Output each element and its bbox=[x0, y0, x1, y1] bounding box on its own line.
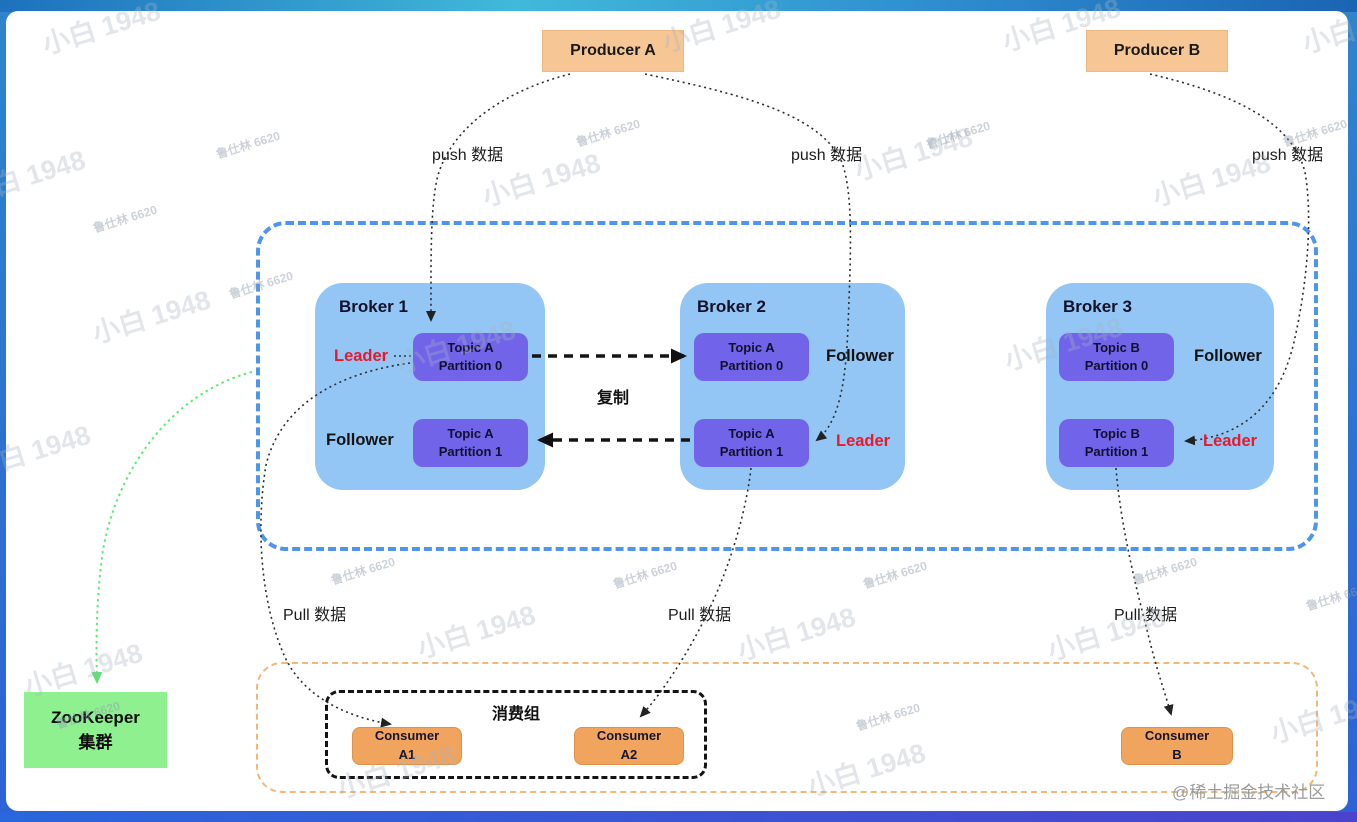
broker3-p1-role-leader: Leader bbox=[1203, 432, 1258, 450]
broker1-p1-role-follower: Follower bbox=[326, 431, 394, 449]
push-data-label-3: push 数据 bbox=[1252, 147, 1324, 164]
producer-a-box: Producer A bbox=[542, 30, 684, 72]
push-data-label-2: push 数据 bbox=[791, 147, 863, 164]
broker3-p0-role-follower: Follower bbox=[1194, 347, 1262, 365]
broker-1-name: Broker 1 bbox=[339, 297, 408, 316]
producer-a-label: Producer A bbox=[570, 42, 656, 59]
pull-data-label-3: Pull 数据 bbox=[1114, 607, 1178, 624]
push-data-label-1: push 数据 bbox=[432, 147, 504, 164]
community-credit-watermark: @稀土掘金技术社区 bbox=[1172, 783, 1326, 802]
broker2-p1-role-leader: Leader bbox=[836, 432, 891, 450]
consumer-group-title: 消费组 bbox=[491, 706, 540, 723]
producer-b-box: Producer B bbox=[1086, 30, 1228, 72]
broker-3-name: Broker 3 bbox=[1063, 297, 1132, 316]
pull-data-label-1: Pull 数据 bbox=[283, 607, 347, 624]
producer-b-label: Producer B bbox=[1113, 42, 1201, 59]
bottom-gradient-bar bbox=[0, 812, 1357, 822]
broker2-p0-role-follower: Follower bbox=[826, 347, 894, 365]
pull-data-label-2: Pull 数据 bbox=[668, 607, 732, 624]
consumer-region bbox=[256, 662, 1318, 793]
replicate-label: 复制 bbox=[597, 390, 630, 407]
broker-2-name: Broker 2 bbox=[697, 297, 766, 316]
consumer-group-box: 消费组 bbox=[325, 690, 707, 779]
top-gradient-bar bbox=[0, 0, 1357, 12]
broker1-p0-role-leader: Leader bbox=[334, 347, 389, 365]
